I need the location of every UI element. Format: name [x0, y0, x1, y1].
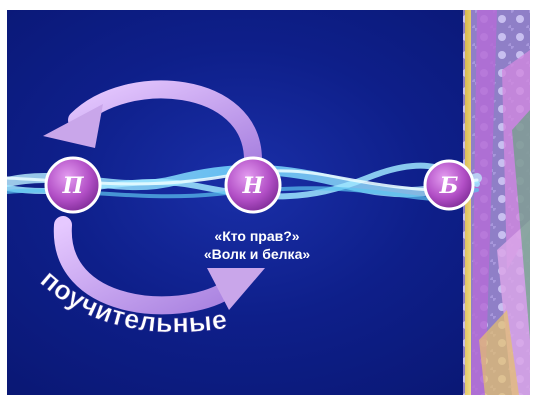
slide-graphics: П Н Б поучительные — [7, 10, 530, 395]
node-n-label: Н — [242, 173, 265, 199]
decorative-right-panel — [463, 10, 530, 395]
node-n: Н — [226, 158, 280, 212]
node-b: Б — [425, 161, 473, 209]
node-p: П — [46, 158, 100, 212]
node-p-label: П — [62, 173, 85, 199]
caption-line-1: «Кто прав?» — [182, 228, 332, 245]
presentation-slide: П Н Б поучительные «Кто прав?» «Волк и б… — [7, 10, 530, 395]
node-b-label: Б — [439, 173, 459, 199]
top-curved-arrow — [43, 89, 253, 160]
caption-line-2: «Волк и белка» — [182, 246, 332, 263]
